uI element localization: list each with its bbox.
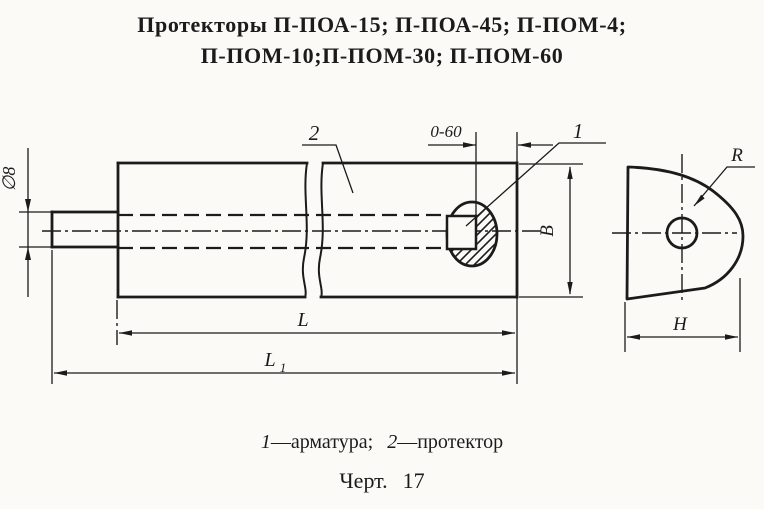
radius-leader: R	[693, 145, 755, 207]
width-label: B	[537, 225, 558, 237]
height-label: H	[672, 314, 688, 335]
radius-label: R	[730, 145, 743, 166]
legend-item1-text: —арматура;	[270, 431, 374, 453]
callout-1-armature: 1	[465, 119, 606, 227]
dim-length-L: L	[116, 297, 518, 384]
legend-item2-text: —протектор	[397, 431, 504, 453]
legend-item1-number: 1	[260, 431, 271, 453]
title-line-1: Протекторы П-ПОА-15; П-ПОА-45; П-ПОМ-4;	[137, 12, 627, 37]
dim-diameter-8: ∅8	[0, 148, 52, 297]
drawing-title: Протекторы П-ПОА-15; П-ПОА-45; П-ПОМ-4; …	[0, 9, 764, 71]
diameter-label: ∅8	[0, 167, 19, 192]
figure-number: 17	[402, 468, 425, 493]
length-label: L	[296, 309, 308, 331]
side-centerlines	[612, 154, 737, 304]
break-lines	[301, 162, 324, 299]
hidden-armature-lines	[118, 213, 447, 250]
dim-height-H: H	[624, 278, 741, 352]
protector-body-outline	[116, 161, 519, 299]
dim-gap-0-60: 0-60	[428, 122, 553, 216]
callout-2-label: 2	[309, 121, 320, 145]
dim-width-B: B	[519, 163, 583, 298]
title-line-2: П-ПОМ-10;П-ПОМ-30; П-ПОМ-60	[200, 43, 564, 68]
armature-section	[445, 200, 499, 268]
legend-caption: 1—арматура; 2—протектор	[0, 431, 764, 454]
armature-rod	[50, 210, 120, 249]
callout-2-protector: 2	[302, 121, 354, 194]
callout-1-label: 1	[573, 119, 584, 143]
figure-label: Черт.	[339, 468, 388, 493]
length-total-label: L	[263, 349, 275, 371]
length-total-subscript: 1	[280, 360, 287, 375]
gap-range-label: 0-60	[430, 122, 462, 141]
main-view: 1 2 ∅8	[0, 119, 606, 384]
section-hatching	[447, 202, 497, 266]
dim-length-L1: L 1	[51, 250, 515, 384]
legend-item2-number: 2	[387, 431, 398, 453]
side-view: R H	[612, 145, 755, 352]
side-profile-outline	[625, 165, 745, 301]
figure-number-line: Черт. 17	[0, 468, 764, 494]
